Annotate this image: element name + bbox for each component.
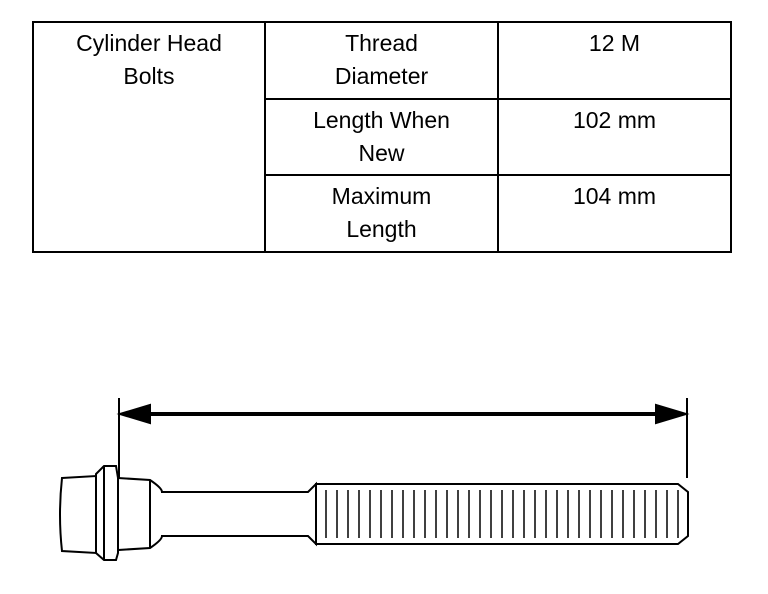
spec-label-cell: Maximum Length [264, 174, 499, 253]
bolt-shank [117, 476, 317, 552]
spec-label: Maximum Length [331, 183, 432, 243]
spec-label-cell: Length When New [264, 97, 499, 177]
spec-label: Length When New [313, 106, 450, 166]
bolt-thread [315, 483, 689, 545]
spec-value: 104 mm [572, 183, 657, 210]
arrowhead-left [116, 403, 151, 425]
spec-row-thread-diameter: Cylinder Head Bolts Thread Diameter 12 M [32, 21, 732, 253]
spec-value-cell: 102 mm [497, 97, 732, 177]
row-header-label: Cylinder Head Bolts [76, 30, 222, 89]
spec-row-max-length: Maximum Length 104 mm [33, 174, 732, 253]
bolt-head [59, 465, 119, 561]
spec-value-cell: 104 mm [497, 174, 732, 253]
spec-label: Thread Diameter [334, 30, 429, 89]
spec-value: 102 mm [572, 106, 657, 133]
spec-row-length-new: Length When New 102 mm [33, 97, 732, 177]
row-header-cell: Cylinder Head Bolts [32, 21, 266, 253]
spec-value: 12 M [588, 30, 641, 56]
spec-label-cell: Thread Diameter [264, 21, 499, 100]
arrowhead-right [655, 403, 690, 425]
bolt-diagram [59, 398, 690, 561]
spec-value-cell: 12 M [497, 21, 732, 100]
bolt-spec-table: Cylinder Head Bolts Thread Diameter 12 M… [32, 21, 732, 253]
